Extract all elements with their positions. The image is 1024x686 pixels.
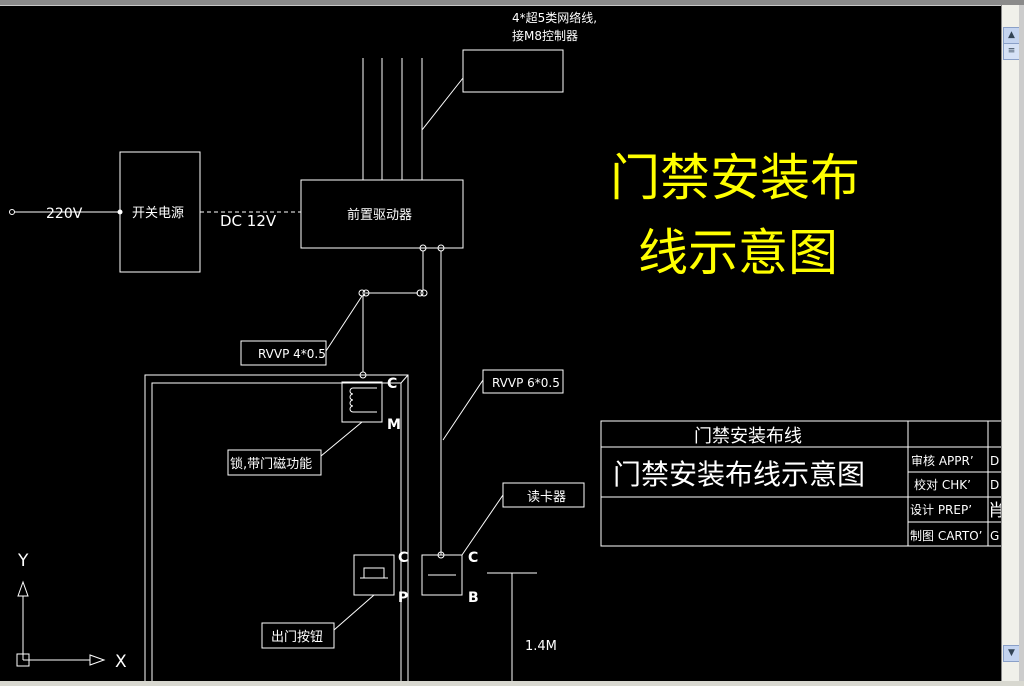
lock-m: M bbox=[387, 417, 401, 433]
scroll-down-button[interactable]: ▼ bbox=[1003, 645, 1020, 662]
terminal bbox=[362, 289, 370, 297]
button-c: C bbox=[398, 550, 408, 566]
row-appr-value: D bbox=[990, 454, 999, 468]
button-icon bbox=[363, 567, 385, 578]
leader-line bbox=[461, 494, 504, 556]
window-right-border bbox=[1019, 5, 1024, 686]
window-top-border bbox=[0, 0, 1024, 6]
terminal bbox=[416, 289, 424, 297]
lock-label-box bbox=[227, 449, 322, 476]
row-prep-value: 肖 bbox=[988, 501, 1001, 521]
button-label-box bbox=[261, 622, 335, 649]
title-line1: 门禁安装布 bbox=[610, 149, 860, 207]
lock-c: C bbox=[387, 376, 397, 392]
scroll-thumb[interactable]: ≡ bbox=[1003, 43, 1020, 60]
drawing-canvas[interactable]: 4*超5类网络线, 接M8控制器 220V 开关电源 DC 12V 前置驱动器 … bbox=[0, 5, 1001, 686]
scroll-up-button[interactable]: ▲ bbox=[1003, 27, 1020, 44]
height-label: 1.4M bbox=[525, 639, 557, 654]
reader-b: B bbox=[468, 590, 479, 606]
title-block-header: 门禁安装布线 bbox=[694, 426, 802, 447]
exit-button-box bbox=[353, 554, 395, 596]
leader-line bbox=[325, 295, 363, 352]
driver-label: 前置驱动器 bbox=[347, 207, 412, 223]
row-chk-value: D bbox=[990, 478, 999, 492]
controller-box bbox=[462, 49, 564, 93]
door-frame-inner bbox=[151, 382, 402, 686]
vertical-scrollbar[interactable]: ▲ ≡ ▼ bbox=[1001, 5, 1020, 681]
ucs-y-label: Y bbox=[17, 551, 29, 571]
terminal bbox=[420, 289, 428, 297]
title-block-title: 门禁安装布线示意图 bbox=[613, 458, 865, 491]
reader-label: 读卡器 bbox=[527, 490, 566, 505]
lock-label: 锁,带门磁功能 bbox=[230, 456, 312, 472]
input-terminal bbox=[9, 209, 15, 215]
cable1-label: RVVP 4*0.5 bbox=[258, 347, 326, 361]
voltage-label: 220V bbox=[46, 206, 83, 222]
power-supply-label: 开关电源 bbox=[132, 206, 184, 221]
leader-line bbox=[333, 594, 375, 631]
ucs-x-label: X bbox=[115, 652, 127, 672]
leader-line bbox=[442, 379, 484, 441]
leader-line bbox=[421, 77, 464, 131]
ucs-icon bbox=[16, 580, 106, 667]
title-line2: 线示意图 bbox=[638, 224, 838, 282]
cable2-label: RVVP 6*0.5 bbox=[492, 376, 560, 390]
row-prep-label: 设计 PREP’ bbox=[910, 503, 972, 517]
door-frame-corner bbox=[400, 374, 409, 384]
cable1-box bbox=[240, 340, 327, 366]
cable2-box bbox=[482, 369, 564, 394]
row-chk-label: 校对 CHK’ bbox=[914, 477, 971, 492]
note-line2: 接M8控制器 bbox=[512, 28, 578, 43]
layout-tab-bar[interactable] bbox=[0, 681, 1024, 686]
dc-label: DC 12V bbox=[220, 212, 277, 230]
door-frame-outer bbox=[144, 374, 409, 686]
reader-c: C bbox=[468, 550, 478, 566]
note-line1: 4*超5类网络线, bbox=[512, 10, 597, 25]
row-carto-label: 制图 CARTO’ bbox=[910, 529, 982, 543]
coil-icon bbox=[349, 387, 377, 413]
row-appr-label: 审核 APPR’ bbox=[911, 453, 974, 468]
button-label: 出门按钮 bbox=[271, 630, 323, 645]
button-p: P bbox=[398, 590, 408, 606]
title-block-frame bbox=[600, 420, 1001, 547]
reader-box bbox=[421, 554, 463, 596]
row-carto-value: G bbox=[990, 529, 999, 543]
leader-line bbox=[320, 421, 363, 457]
